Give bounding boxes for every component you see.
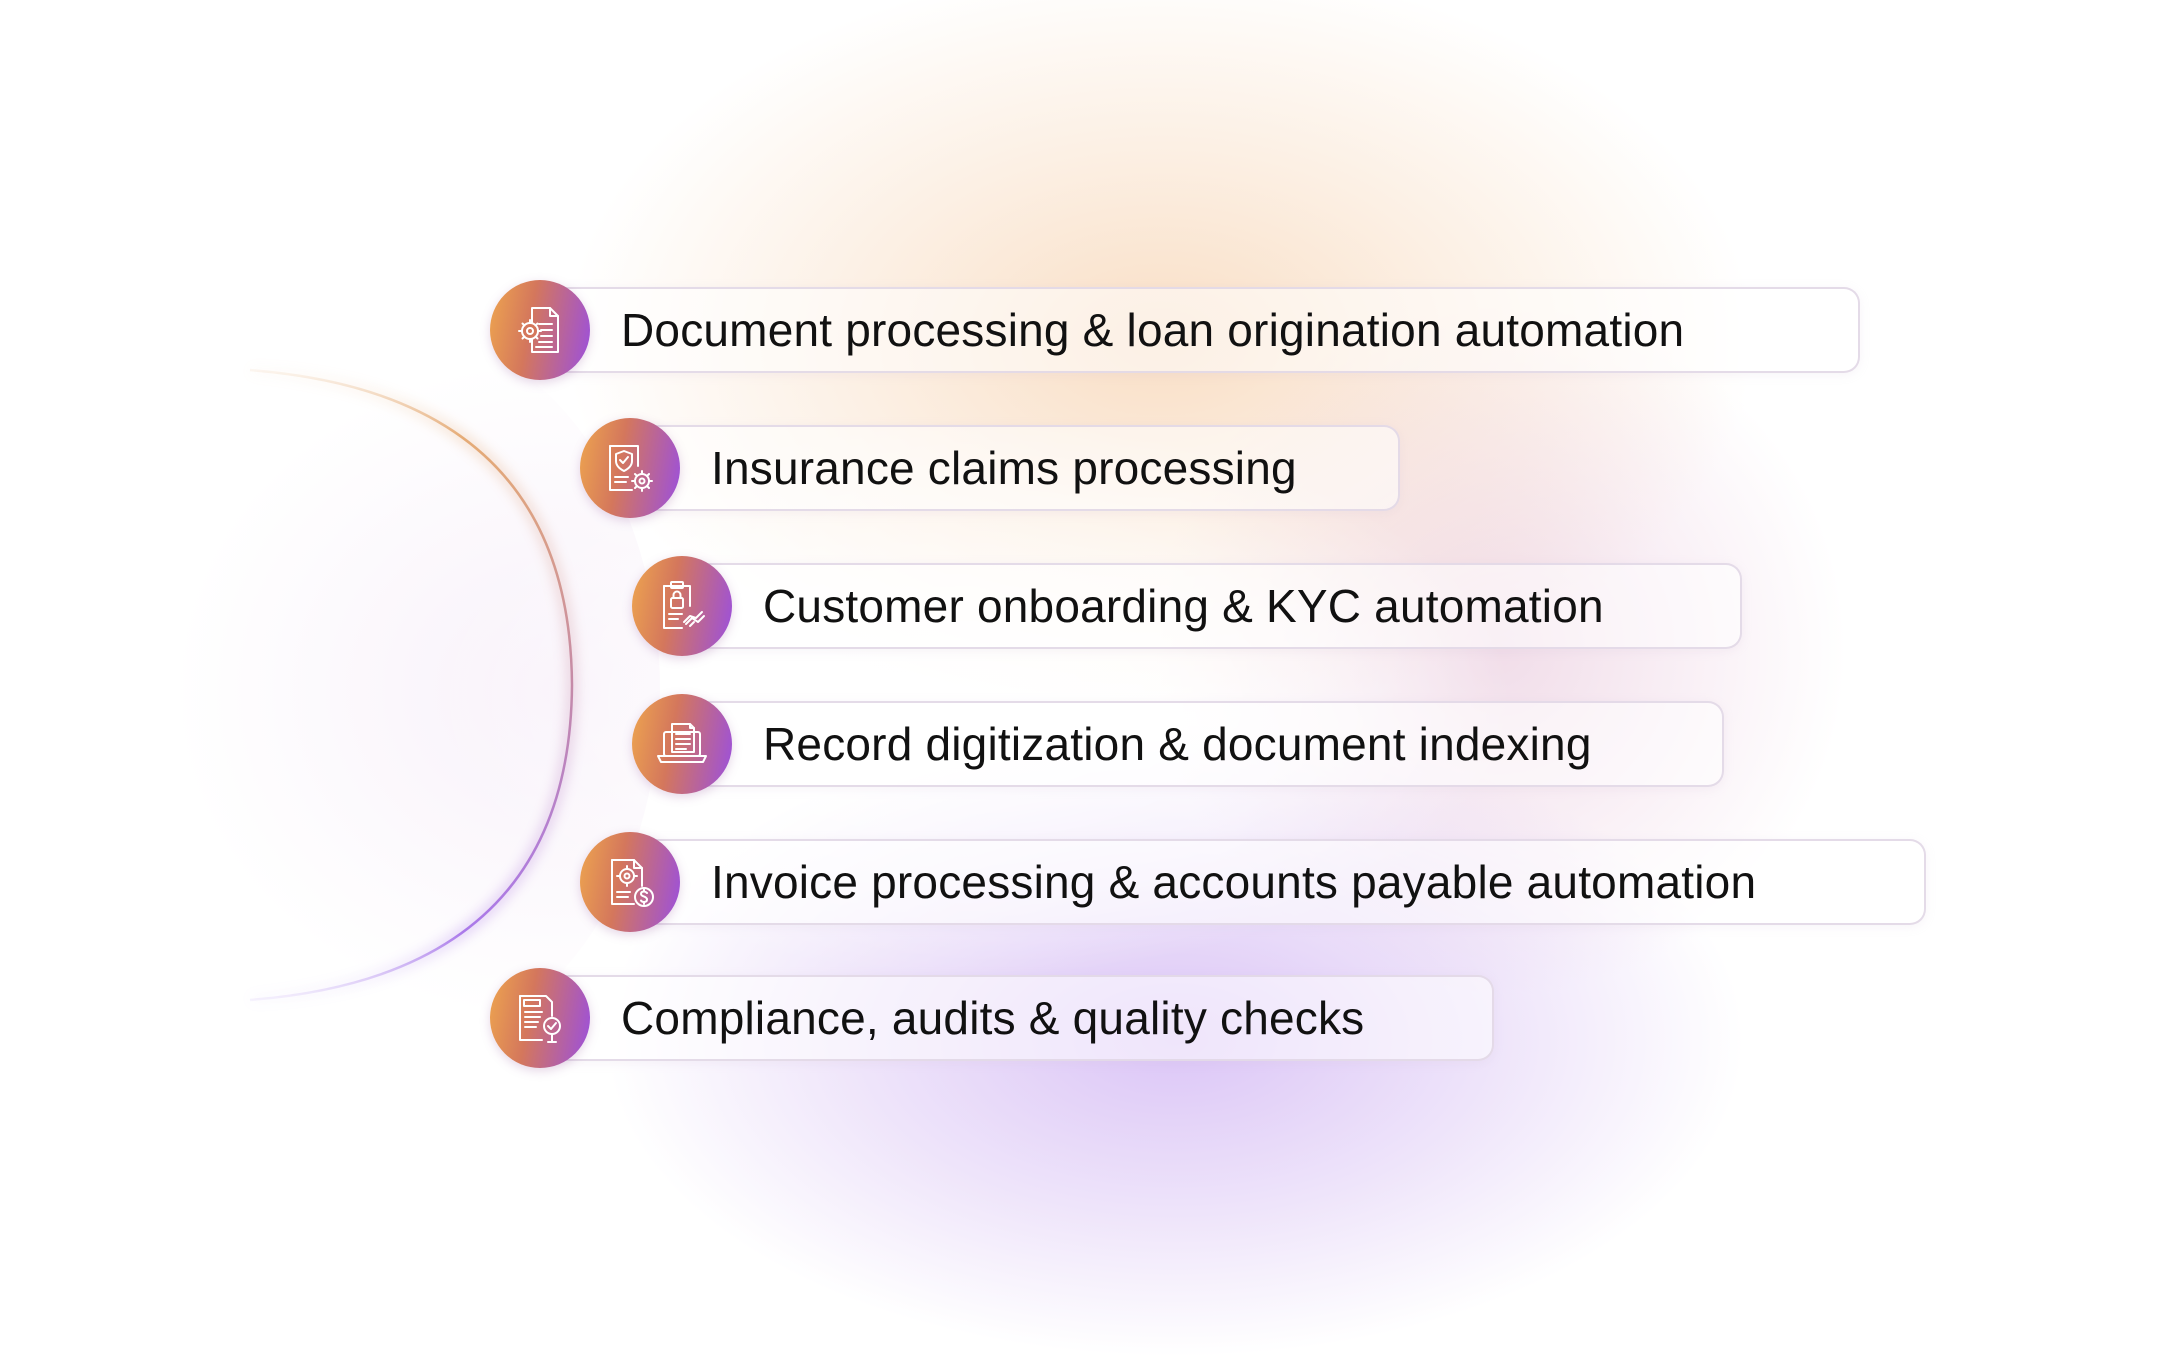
clipboard-lock-handshake-icon [632, 556, 732, 656]
list-item-document-processing: Document processing & loan origination a… [490, 280, 1860, 380]
list-item-pill [692, 563, 1742, 649]
list-item-pill [550, 287, 1860, 373]
list-item-invoice-processing: Invoice processing & accounts payable au… [580, 832, 1926, 932]
list-item-pill [640, 425, 1400, 511]
list-item-insurance-claims: Insurance claims processing [580, 418, 1400, 518]
list-item-label: Invoice processing & accounts payable au… [711, 856, 1757, 908]
list-item-label: Record digitization & document indexing [763, 718, 1592, 770]
list-item-label: Compliance, audits & quality checks [621, 992, 1365, 1044]
audit-document-magnifier-icon [490, 968, 590, 1068]
document-gear-icon [490, 280, 590, 380]
shield-document-gear-icon [580, 418, 680, 518]
list-item-compliance-audits: Compliance, audits & quality checks [490, 968, 1494, 1068]
list-item-pill [640, 839, 1926, 925]
invoice-dollar-icon [580, 832, 680, 932]
laptop-document-icon [632, 694, 732, 794]
list-item-record-digitization: Record digitization & document indexing [632, 694, 1724, 794]
list-item-customer-onboarding: Customer onboarding & KYC automation [632, 556, 1742, 656]
list-item-pill [550, 975, 1494, 1061]
list-item-label: Document processing & loan origination a… [621, 304, 1685, 356]
list-item-label: Customer onboarding & KYC automation [763, 580, 1604, 632]
list-item-pill [692, 701, 1724, 787]
list-item-label: Insurance claims processing [711, 442, 1297, 494]
